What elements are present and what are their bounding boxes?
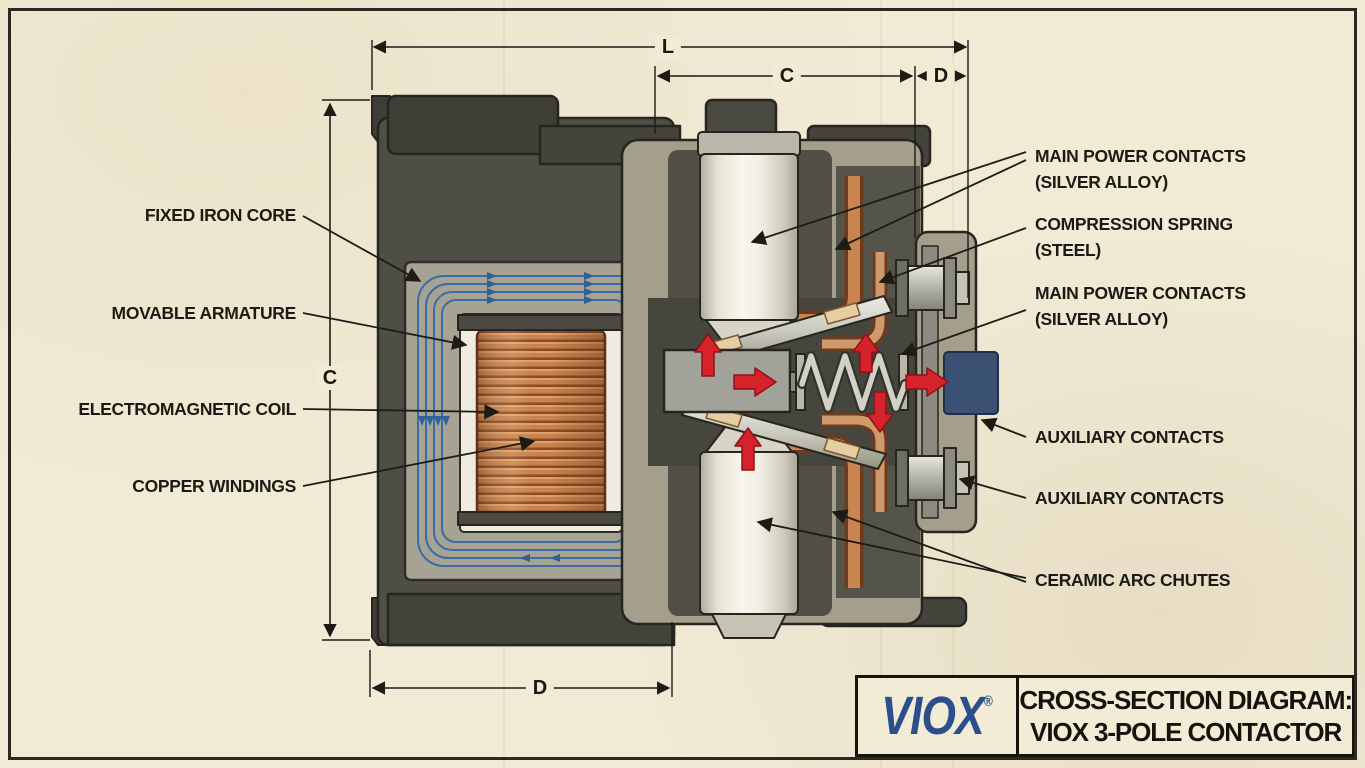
compression-spring bbox=[795, 351, 910, 413]
dimension-L: L bbox=[654, 35, 682, 59]
extension-lines bbox=[322, 40, 969, 697]
terminal-block bbox=[943, 351, 999, 415]
motion-arrows bbox=[694, 333, 949, 471]
label-main-power-contacts-mid: MAIN POWER CONTACTS (SILVER ALLOY) bbox=[1035, 283, 1246, 329]
coil-assembly bbox=[457, 313, 625, 533]
label-auxiliary-contacts-1: AUXILIARY CONTACTS bbox=[1035, 427, 1224, 447]
label-main-power-contacts-top: MAIN POWER CONTACTS (SILVER ALLOY) bbox=[1035, 146, 1246, 192]
auxiliary-contact-top bbox=[895, 257, 970, 319]
contactor-device bbox=[371, 94, 999, 647]
dimension-D-top: D bbox=[926, 64, 956, 88]
label-auxiliary-contacts-2: AUXILIARY CONTACTS bbox=[1035, 488, 1224, 508]
label-movable-armature: MOVABLE ARMATURE bbox=[111, 303, 297, 323]
registered-mark: ® bbox=[983, 693, 994, 710]
dimension-D-bottom: D bbox=[525, 676, 555, 700]
label-fixed-iron-core: FIXED IRON CORE bbox=[144, 205, 296, 225]
brand-logo-cell: VIOX® bbox=[858, 678, 1020, 754]
viox-logo: VIOX® bbox=[881, 686, 994, 746]
label-compression-spring: COMPRESSION SPRING (STEEL) bbox=[1035, 214, 1233, 260]
dimension-C-left: C bbox=[315, 366, 345, 390]
title-block: VIOX® CROSS-SECTION DIAGRAM: VIOX 3-POLE… bbox=[855, 675, 1355, 757]
label-electromagnetic-coil: ELECTROMAGNETIC COIL bbox=[78, 399, 296, 419]
leader-lines bbox=[302, 151, 1027, 583]
label-copper-windings: COPPER WINDINGS bbox=[132, 476, 296, 496]
drawing-title: CROSS-SECTION DIAGRAM: VIOX 3-POLE CONTA… bbox=[1019, 678, 1353, 754]
drawing-title-line1: CROSS-SECTION DIAGRAM: bbox=[1019, 685, 1353, 715]
label-ceramic-arc-chutes: CERAMIC ARC CHUTES bbox=[1035, 570, 1231, 590]
movable-armature-plate bbox=[457, 314, 625, 331]
field-arrowheads bbox=[418, 272, 594, 562]
drawing-title-line2: VIOX 3-POLE CONTACTOR bbox=[1030, 717, 1342, 747]
dimension-C-top: C bbox=[772, 64, 802, 88]
